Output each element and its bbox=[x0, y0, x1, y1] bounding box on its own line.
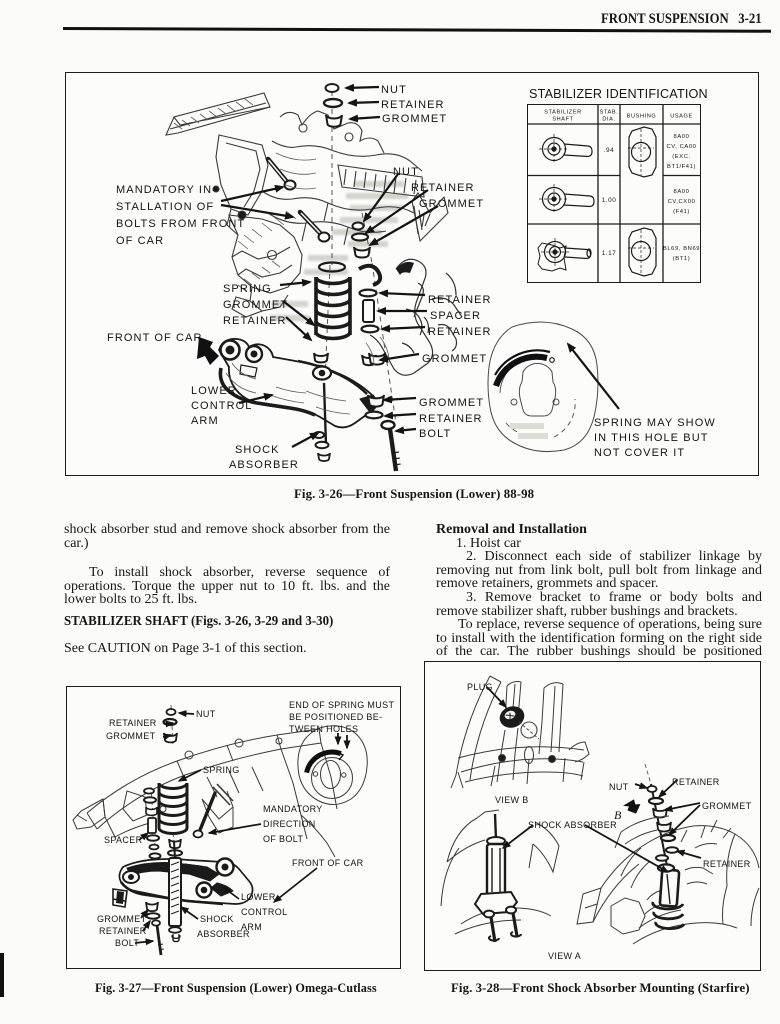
svg-text:CV,CX00: CV,CX00 bbox=[668, 199, 696, 205]
svg-text:.94: .94 bbox=[604, 147, 615, 154]
svg-text:BL69, BN69: BL69, BN69 bbox=[663, 246, 700, 252]
svg-text:1.17: 1.17 bbox=[602, 250, 617, 257]
svg-text:STAB.: STAB. bbox=[600, 110, 619, 116]
svg-text:DIA.: DIA. bbox=[602, 117, 615, 123]
svg-text:1.00: 1.00 bbox=[602, 197, 617, 204]
svg-text:BUSHING: BUSHING bbox=[627, 114, 657, 120]
svg-text:BT1/F41): BT1/F41) bbox=[667, 164, 696, 170]
svg-text:8A00: 8A00 bbox=[674, 134, 690, 140]
svg-text:(BT1): (BT1) bbox=[673, 256, 691, 262]
svg-text:(F41): (F41) bbox=[673, 209, 690, 215]
svg-text:CV, CA00: CV, CA00 bbox=[666, 144, 696, 150]
svg-text:(EXC.: (EXC. bbox=[672, 154, 690, 160]
svg-text:STABILIZER: STABILIZER bbox=[544, 110, 582, 116]
svg-text:8A00: 8A00 bbox=[674, 189, 690, 195]
svg-text:SHAFT: SHAFT bbox=[552, 117, 573, 123]
svg-text:USAGE: USAGE bbox=[670, 114, 693, 120]
